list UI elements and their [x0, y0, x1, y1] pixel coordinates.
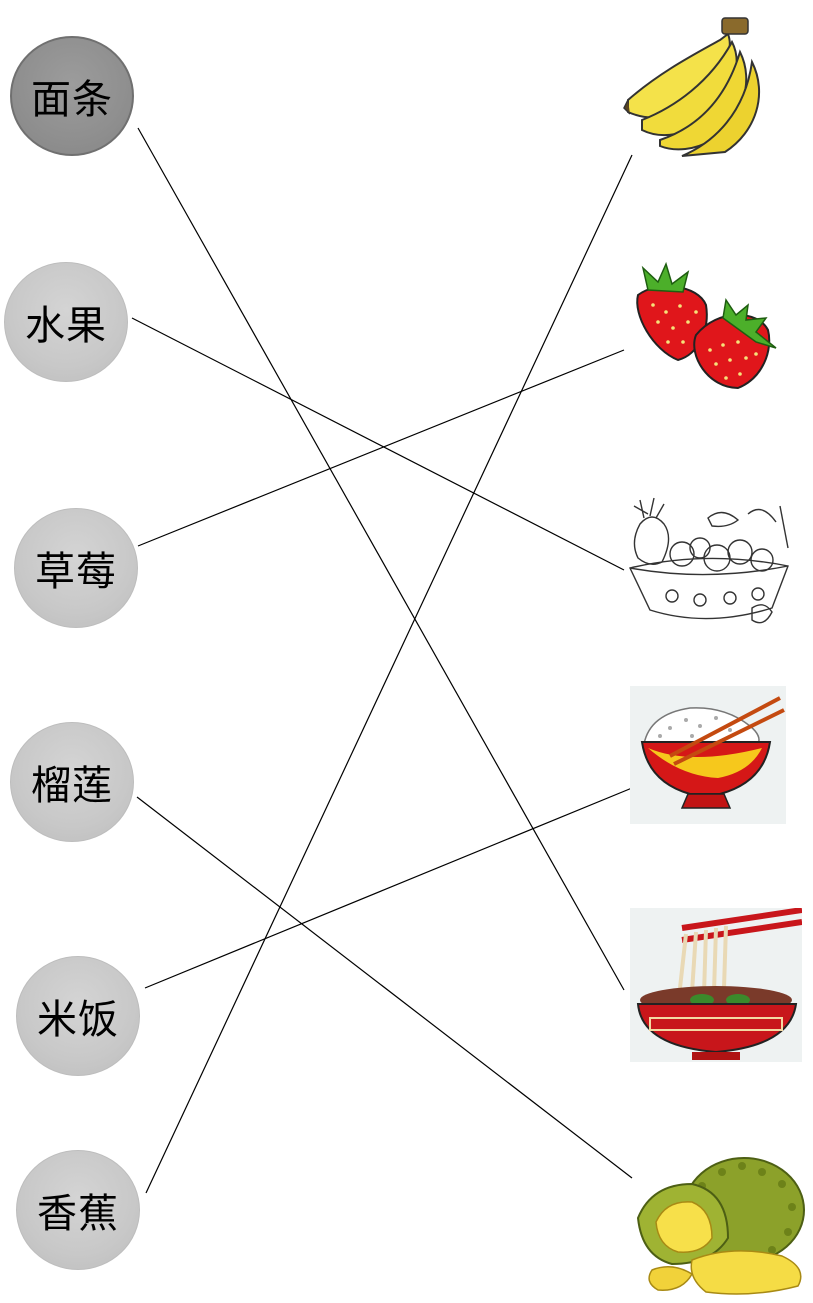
line-rice — [144, 787, 633, 989]
word-label: 香蕉 — [37, 1191, 119, 1237]
word-label: 米饭 — [37, 997, 119, 1043]
word-label: 榴莲 — [31, 763, 113, 809]
rice-bowl-icon[interactable] — [630, 686, 786, 824]
durian-icon[interactable] — [632, 1152, 812, 1298]
word-noodles[interactable]: 面条 — [10, 36, 134, 156]
strawberry-icon[interactable] — [628, 260, 778, 390]
word-fruit[interactable]: 水果 — [4, 262, 128, 382]
word-label: 草莓 — [35, 549, 117, 595]
word-banana[interactable]: 香蕉 — [16, 1150, 140, 1270]
line-banana — [145, 154, 633, 1194]
line-strawberry — [137, 349, 625, 547]
banana-icon[interactable] — [620, 12, 770, 158]
word-durian[interactable]: 榴莲 — [10, 722, 134, 842]
word-strawberry[interactable]: 草莓 — [14, 508, 138, 628]
line-fruit — [131, 317, 625, 571]
word-label: 面条 — [31, 77, 113, 123]
noodle-bowl-icon[interactable] — [630, 908, 802, 1062]
fruit-basket-icon[interactable] — [612, 488, 802, 634]
word-label: 水果 — [25, 303, 107, 349]
line-noodles — [137, 127, 625, 991]
word-rice[interactable]: 米饭 — [16, 956, 140, 1076]
line-durian — [136, 796, 633, 1179]
